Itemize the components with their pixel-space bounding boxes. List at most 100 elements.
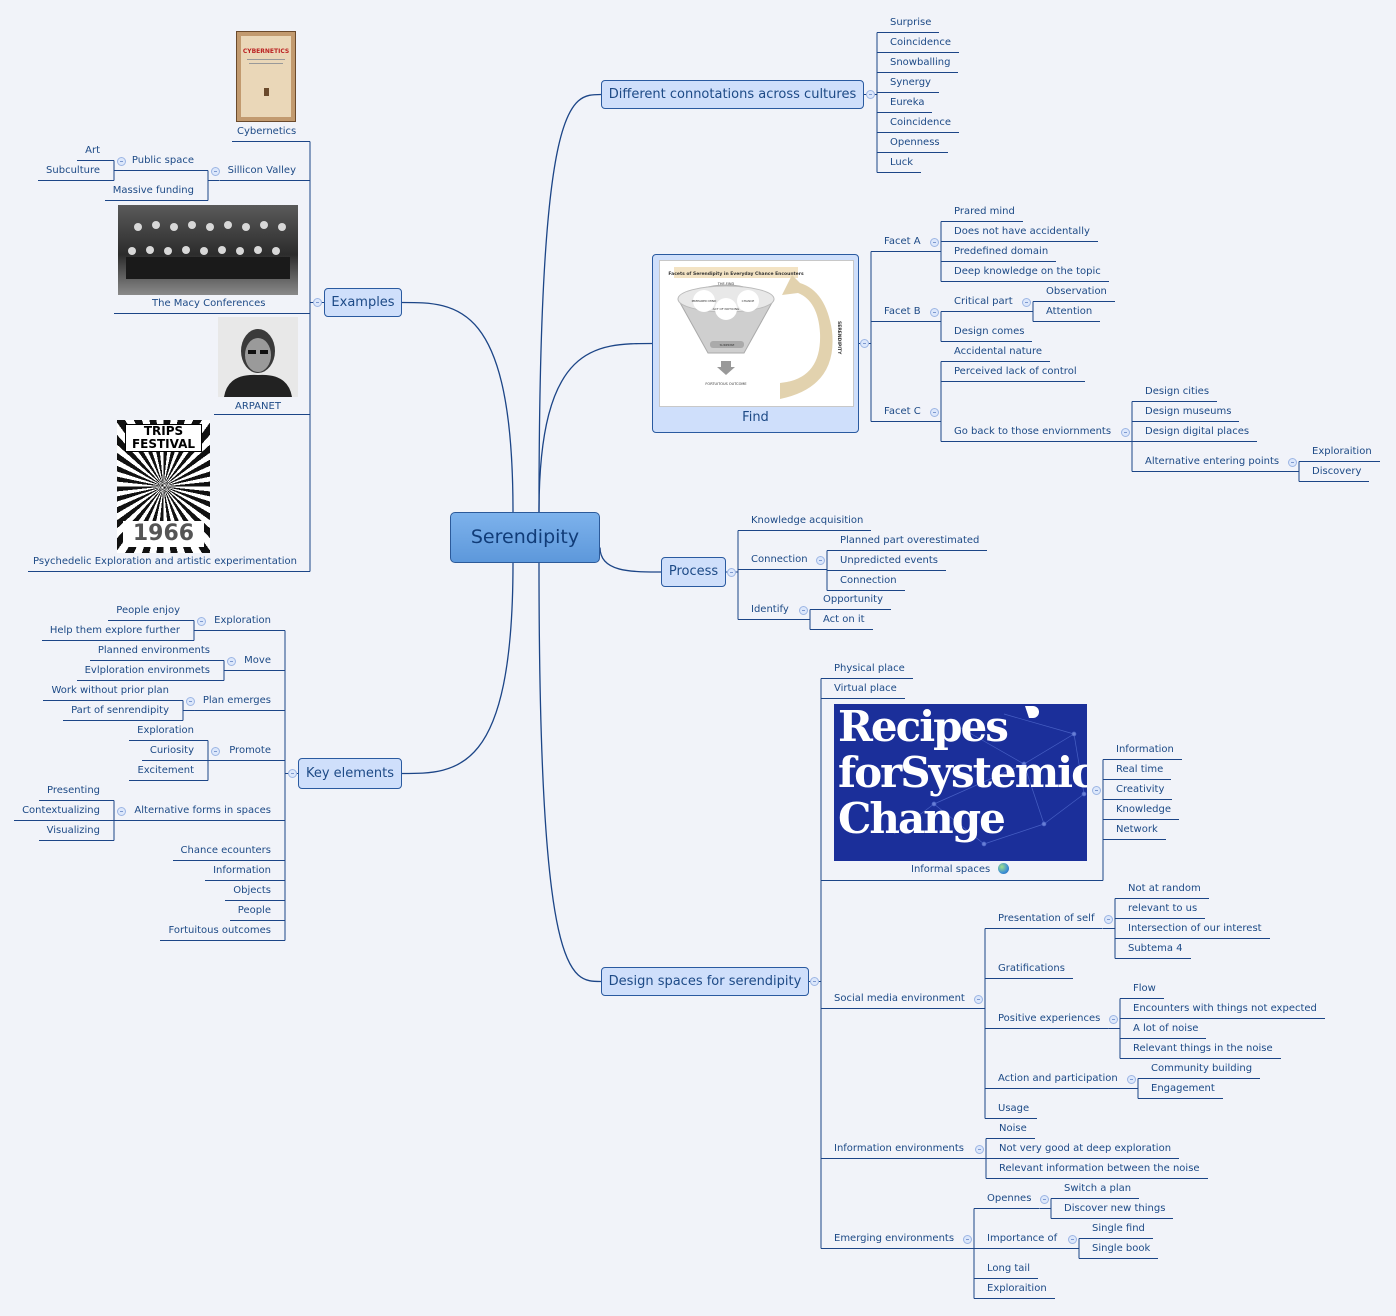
collapse-toggle-icon[interactable]: [929, 308, 939, 317]
collapse-toggle-icon[interactable]: [1103, 915, 1113, 924]
node-alt-entering-item-1[interactable]: Discovery: [1299, 463, 1370, 482]
node-public-space-item-0[interactable]: Art: [77, 142, 114, 161]
collapse-toggle-icon[interactable]: [312, 298, 322, 307]
node-connotation-item-5[interactable]: Coincidence: [877, 114, 959, 133]
node-key-other-item-3[interactable]: People: [229, 902, 285, 921]
collapse-toggle-icon[interactable]: [210, 167, 220, 176]
collapse-toggle-icon[interactable]: [859, 339, 869, 348]
node-informal-spaces[interactable]: Recipes forSystemic Change Informal spac…: [821, 700, 1103, 881]
node-move-item-0[interactable]: Planned environments: [89, 642, 224, 661]
node-informal-item-3[interactable]: Knowledge: [1103, 801, 1179, 820]
node-alternative-item-1[interactable]: Contextualizing: [14, 802, 114, 821]
node-social-media[interactable]: Social media environment: [821, 990, 973, 1009]
collapse-toggle-icon[interactable]: [726, 567, 736, 577]
node-action[interactable]: Action and participation: [985, 1070, 1126, 1089]
node-importance[interactable]: Importance of: [974, 1230, 1066, 1249]
topic-examples[interactable]: Examples: [324, 288, 402, 317]
node-presentation-item-1[interactable]: relevant to us: [1115, 900, 1206, 919]
topic-process[interactable]: Process: [661, 557, 726, 587]
node-key-exploration-item-1[interactable]: Help them explore further: [41, 622, 194, 641]
node-informal-item-2[interactable]: Creativity: [1103, 781, 1173, 800]
node-informal-item-4[interactable]: Network: [1103, 821, 1166, 840]
topic-key-elements[interactable]: Key elements: [298, 758, 402, 789]
node-alt-entering[interactable]: Alternative entering points: [1132, 453, 1288, 472]
node-importance-item-0[interactable]: Single find: [1079, 1220, 1153, 1239]
node-usage[interactable]: Usage: [985, 1100, 1038, 1119]
node-promote[interactable]: Promote: [221, 742, 285, 761]
collapse-toggle-icon[interactable]: [798, 606, 808, 615]
node-emerging-exploration[interactable]: Exploraition: [974, 1280, 1055, 1299]
collapse-toggle-icon[interactable]: [210, 747, 220, 756]
node-promote-item-2[interactable]: Excitement: [129, 762, 208, 781]
node-move[interactable]: Move: [236, 652, 285, 671]
node-connotation-item-0[interactable]: Surprise: [877, 14, 940, 33]
node-connection[interactable]: Connection: [738, 551, 816, 570]
node-openness-item-0[interactable]: Switch a plan: [1051, 1180, 1140, 1199]
node-physical-place[interactable]: Physical place: [821, 660, 913, 679]
collapse-toggle-icon[interactable]: [226, 657, 236, 666]
node-positive-item-2[interactable]: A lot of noise: [1120, 1020, 1207, 1039]
node-go-back-item-0[interactable]: Design cities: [1132, 383, 1218, 402]
node-identify[interactable]: Identify: [738, 601, 797, 620]
node-information-env-item-0[interactable]: Noise: [986, 1120, 1035, 1139]
node-key-other-item-1[interactable]: Information: [205, 862, 285, 881]
node-alternative-item-0[interactable]: Presenting: [39, 782, 114, 801]
node-positive-item-0[interactable]: Flow: [1120, 980, 1164, 999]
node-openness[interactable]: Opennes: [974, 1190, 1040, 1209]
collapse-toggle-icon[interactable]: [1120, 428, 1130, 437]
node-positive-item-1[interactable]: Encounters with things not expected: [1120, 1000, 1325, 1019]
node-connotation-item-3[interactable]: Synergy: [877, 74, 939, 93]
node-positive-item-3[interactable]: Relevant things in the noise: [1120, 1040, 1281, 1059]
collapse-toggle-icon[interactable]: [116, 157, 126, 166]
topic-design-spaces[interactable]: Design spaces for serendipity: [601, 967, 809, 996]
node-go-back-item-1[interactable]: Design museums: [1132, 403, 1240, 422]
collapse-toggle-icon[interactable]: [1021, 298, 1031, 307]
node-cybernetics[interactable]: CYBERNETICS Cybernetics: [232, 28, 310, 142]
node-facet-b[interactable]: Facet B: [871, 303, 929, 322]
collapse-toggle-icon[interactable]: [116, 807, 126, 816]
node-information-env[interactable]: Information environments: [821, 1140, 972, 1159]
node-presentation-item-3[interactable]: Subtema 4: [1115, 940, 1191, 959]
node-action-item-1[interactable]: Engagement: [1138, 1080, 1223, 1099]
node-connection-item-0[interactable]: Planned part overestimated: [827, 532, 988, 551]
collapse-toggle-icon[interactable]: [287, 769, 297, 778]
topic-connotations[interactable]: Different connotations across cultures: [601, 80, 864, 109]
node-plan[interactable]: Plan emerges: [194, 692, 285, 711]
node-long-tail[interactable]: Long tail: [974, 1260, 1038, 1279]
topic-find[interactable]: Facets of Serendipity in Everyday Chance…: [652, 254, 859, 433]
collapse-toggle-icon[interactable]: [196, 617, 206, 626]
node-critical-part-item-0[interactable]: Observation: [1033, 283, 1115, 302]
node-connotation-item-4[interactable]: Eureka: [877, 94, 933, 113]
node-plan-item-1[interactable]: Part of senrendipity: [63, 702, 183, 721]
collapse-toggle-icon[interactable]: [815, 556, 825, 565]
node-critical-part-item-1[interactable]: Attention: [1033, 303, 1101, 322]
node-promote-item-1[interactable]: Curiosity: [141, 742, 208, 761]
node-connotation-item-7[interactable]: Luck: [877, 154, 922, 173]
node-facet-a-item-0[interactable]: Prared mind: [941, 203, 1023, 222]
collapse-toggle-icon[interactable]: [929, 238, 939, 247]
node-emerging[interactable]: Emerging environments: [821, 1230, 963, 1249]
node-plan-item-0[interactable]: Work without prior plan: [43, 682, 183, 701]
node-presentation-item-2[interactable]: Intersection of our interest: [1115, 920, 1270, 939]
node-presentation-item-0[interactable]: Not at random: [1115, 880, 1209, 899]
node-go-back[interactable]: Go back to those enviornments: [941, 423, 1120, 442]
node-psychedelic-exploration[interactable]: TRIPS FESTIVAL 1966 Psychedelic Explorat…: [28, 418, 310, 572]
collapse-toggle-icon[interactable]: [809, 977, 819, 986]
node-facet-c[interactable]: Facet C: [871, 403, 929, 422]
node-public-space[interactable]: Public space: [123, 152, 208, 171]
node-openness-item-1[interactable]: Discover new things: [1051, 1200, 1174, 1219]
collapse-toggle-icon[interactable]: [1126, 1075, 1136, 1084]
node-connotation-item-1[interactable]: Coincidence: [877, 34, 959, 53]
node-informal-item-0[interactable]: Information: [1103, 741, 1182, 760]
node-identify-item-0[interactable]: Opportunity: [810, 591, 892, 610]
node-design-comes[interactable]: Design comes: [941, 323, 1033, 342]
node-importance-item-1[interactable]: Single book: [1079, 1240, 1159, 1259]
node-key-exploration-item-0[interactable]: People enjoy: [108, 602, 194, 621]
collapse-toggle-icon[interactable]: [962, 1235, 972, 1244]
node-alternative-item-2[interactable]: Visualizing: [38, 822, 114, 841]
node-information-env-item-2[interactable]: Relevant information between the noise: [986, 1160, 1208, 1179]
node-information-env-item-1[interactable]: Not very good at deep exploration: [986, 1140, 1180, 1159]
node-key-exploration[interactable]: Exploration: [206, 612, 285, 631]
node-connotation-item-2[interactable]: Snowballing: [877, 54, 959, 73]
node-presentation[interactable]: Presentation of self: [985, 910, 1103, 929]
